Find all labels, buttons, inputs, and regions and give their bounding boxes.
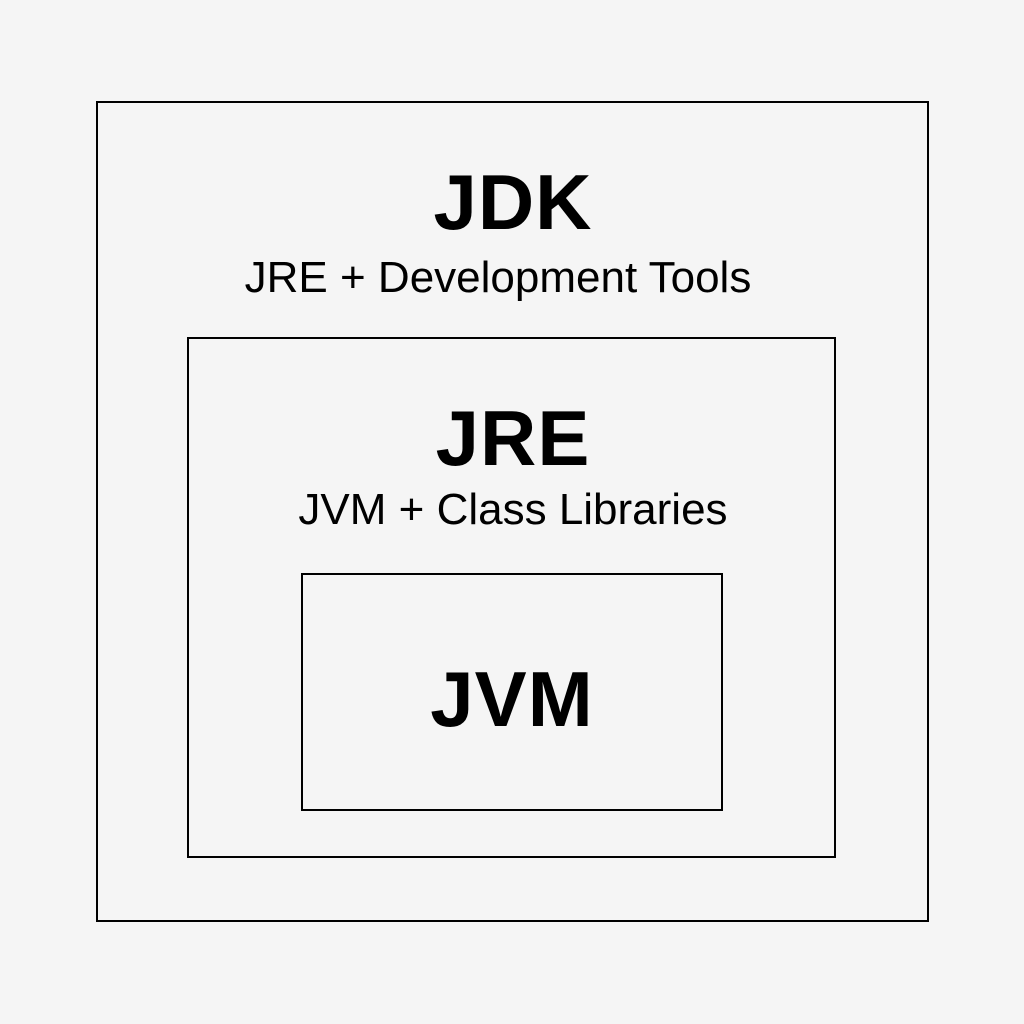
jre-title: JRE xyxy=(435,394,591,482)
jre-box: JRE JVM + Class Libraries JVM xyxy=(187,337,836,858)
jdk-box: JDK JRE + Development Tools JRE JVM + Cl… xyxy=(96,101,929,922)
jre-subtitle: JVM + Class Libraries xyxy=(298,485,728,534)
jdk-subtitle: JRE + Development Tools xyxy=(244,253,752,302)
jvm-box: JVM xyxy=(301,573,723,811)
jdk-title: JDK xyxy=(433,158,593,246)
jvm-title: JVM xyxy=(430,655,594,743)
